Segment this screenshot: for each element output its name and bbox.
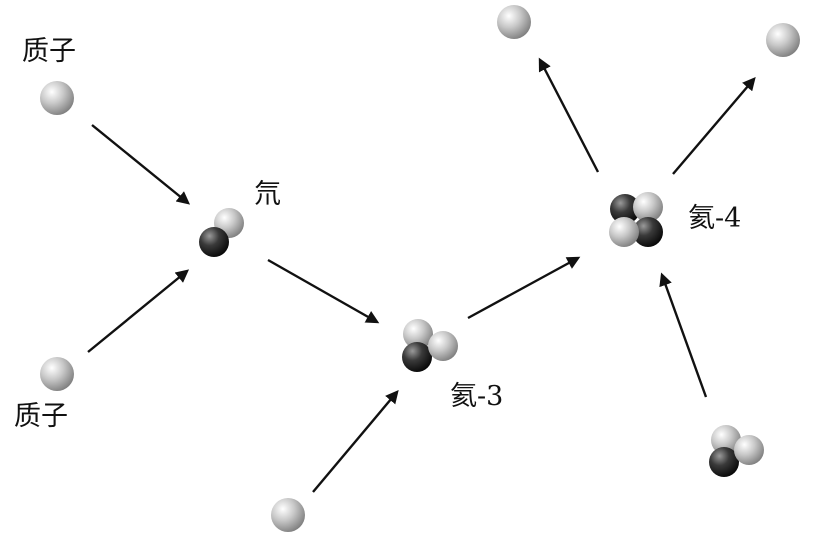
helium4-nucleus xyxy=(609,192,663,247)
arrow-proton-bottom-to-deuterium xyxy=(87,269,190,353)
arrow-helium4-to-proton-left xyxy=(538,57,600,173)
proton-label-top: 质子 xyxy=(22,36,76,67)
helium3-nucleus-second xyxy=(709,425,764,477)
proton-bottom-left xyxy=(40,357,74,391)
proton-top-left xyxy=(40,81,74,115)
arrow-helium3-to-helium4 xyxy=(467,256,581,320)
proton-output-left xyxy=(497,5,531,39)
arrow-proton-top-to-deuterium xyxy=(91,124,191,205)
helium4-label: 氦-4 xyxy=(688,203,742,234)
arrow-helium3b-to-helium4 xyxy=(659,272,708,398)
arrow-helium4-to-proton-right xyxy=(672,76,756,175)
deuterium-label: 氘 xyxy=(254,179,281,210)
proton-output-right xyxy=(766,23,800,57)
arrow-proton-to-helium3 xyxy=(312,389,399,493)
proton-bottom-center xyxy=(271,498,305,532)
proton-label-bottom: 质子 xyxy=(14,401,68,432)
helium3-label: 氦-3 xyxy=(450,381,504,412)
arrow-deuterium-to-helium3 xyxy=(267,258,380,324)
deuterium-nucleus xyxy=(199,208,244,257)
helium3-nucleus xyxy=(402,319,458,372)
